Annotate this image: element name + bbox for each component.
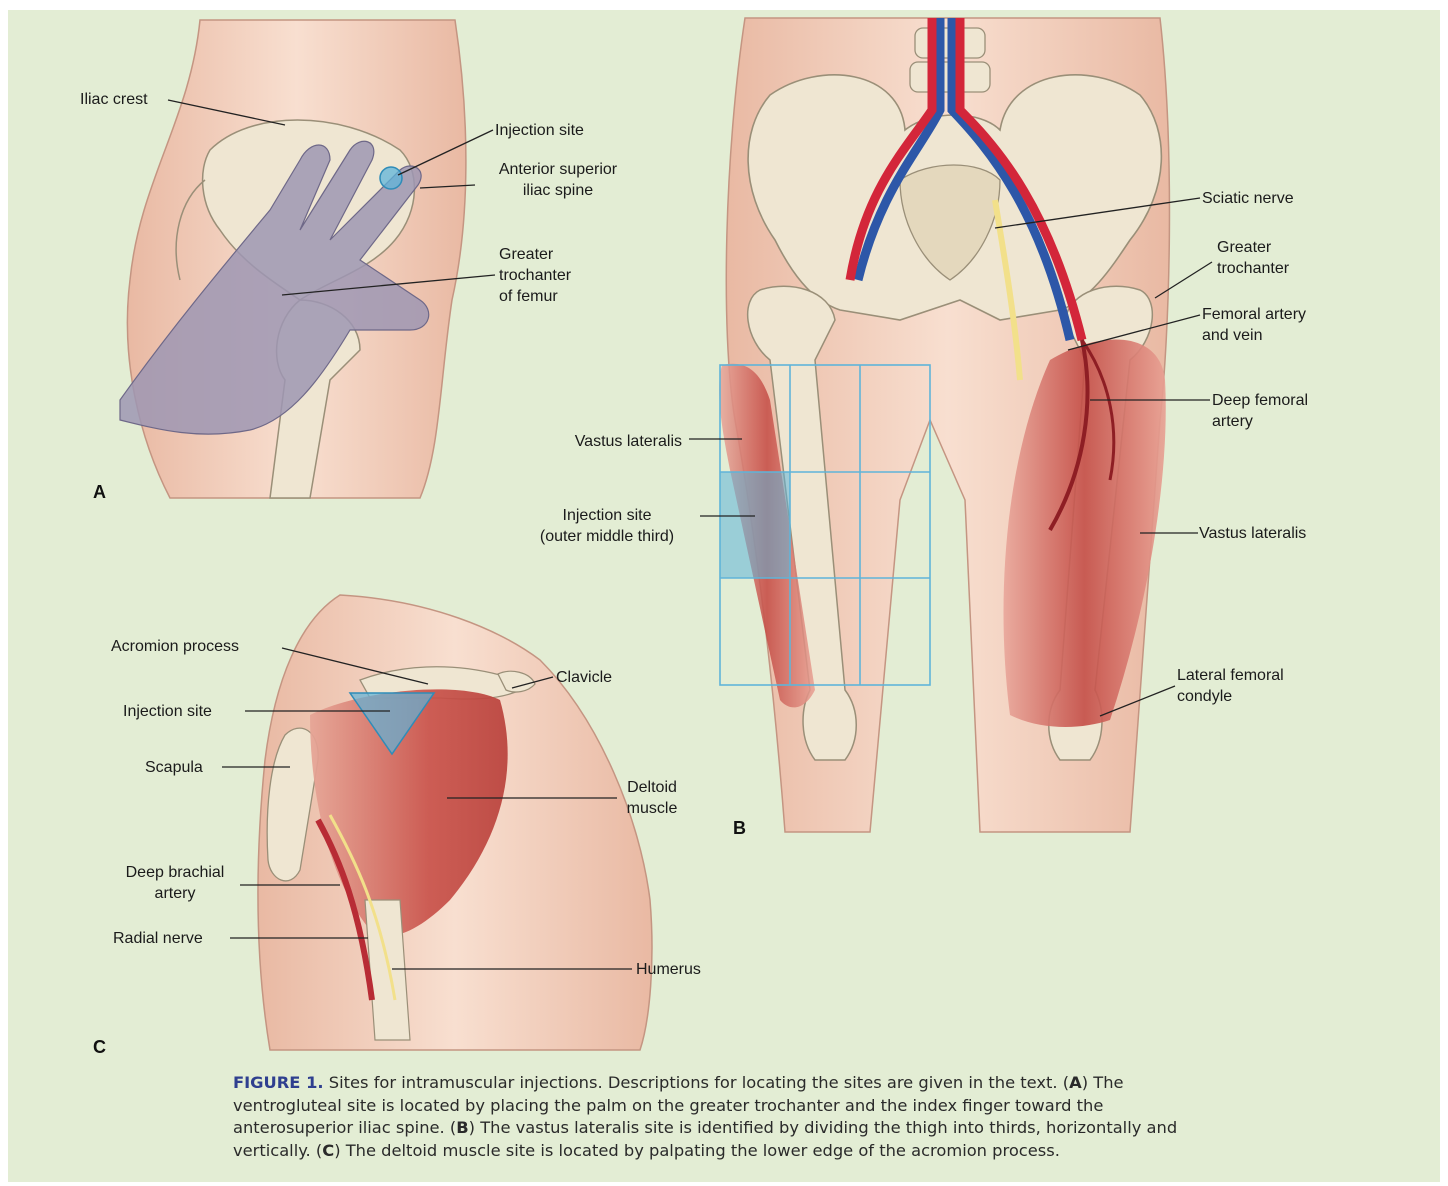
label-anterior-superior-iliac-spine: Anterior superior iliac spine [478,159,638,201]
panel-letter-a: A [93,482,106,503]
label-humerus: Humerus [636,959,701,980]
label-scapula: Scapula [145,757,203,778]
caption-text-4: ) The deltoid muscle site is located by … [334,1141,1060,1160]
label-femoral-artery-and-vein: Femoral artery and vein [1202,304,1306,346]
label-greater-trochanter: Greater trochanter [1217,237,1289,279]
panel-c-illustration [222,595,652,1050]
panel-letter-b: B [733,818,746,839]
label-deep-brachial-artery: Deep brachial artery [105,862,245,904]
caption-figure-label: FIGURE 1. [233,1073,324,1092]
caption-text-1: Sites for intramuscular injections. Desc… [324,1073,1070,1092]
label-acromion-process: Acromion process [111,636,239,657]
label-sciatic-nerve: Sciatic nerve [1202,188,1294,209]
panel-b-illustration [689,18,1212,832]
label-clavicle: Clavicle [556,667,612,688]
label-injection-site-a: Injection site [495,120,584,141]
label-greater-trochanter-of-femur: Greater trochanter of femur [499,244,571,307]
caption-ref-a: A [1069,1073,1082,1092]
label-injection-site-b: Injection site (outer middle third) [515,505,699,547]
panel-letter-c: C [93,1037,106,1058]
figure-caption: FIGURE 1. Sites for intramuscular inject… [233,1072,1193,1162]
caption-ref-b: B [456,1118,468,1137]
label-vastus-lateralis-left: Vastus lateralis [520,431,682,452]
label-deep-femoral-artery: Deep femoral artery [1212,390,1308,432]
label-vastus-lateralis-right: Vastus lateralis [1199,523,1306,544]
label-lateral-femoral-condyle: Lateral femoral condyle [1177,665,1284,707]
label-injection-site-c: Injection site [123,701,212,722]
panel-a-illustration [120,20,495,498]
label-deltoid-muscle: Deltoid muscle [612,777,692,819]
label-iliac-crest: Iliac crest [80,89,148,110]
caption-ref-c: C [322,1141,334,1160]
label-radial-nerve: Radial nerve [113,928,203,949]
